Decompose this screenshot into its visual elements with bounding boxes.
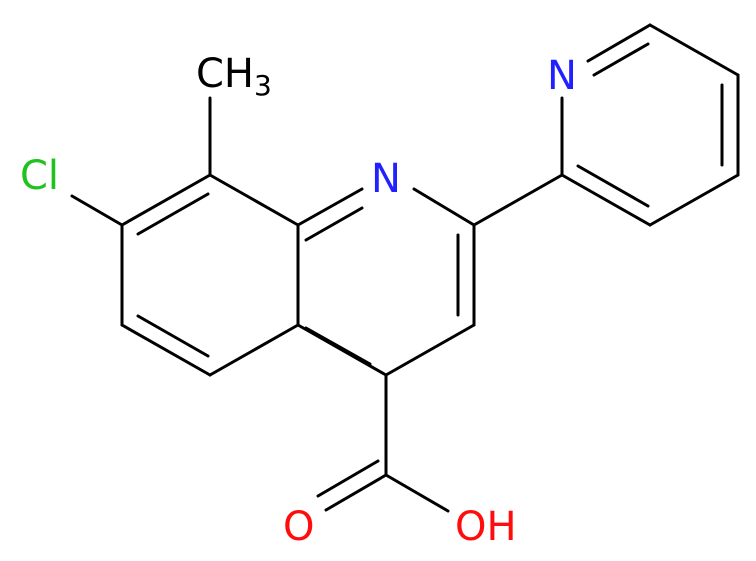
bond-c5-c4a — [208, 323, 300, 377]
bond-c6-c5-inner — [136, 314, 210, 358]
bond-c-o-double-a — [324, 473, 388, 512]
bond-layer — [70, 23, 740, 513]
bond-py-c3-c4 — [648, 173, 740, 227]
atom-label-chlorine: Cl — [20, 153, 59, 199]
bond-c8-c8a — [208, 173, 300, 227]
bond-c3-c4 — [384, 323, 476, 377]
bond-c-o-double-b — [316, 459, 380, 498]
bond-py-c6-n — [586, 23, 652, 63]
bond-py-c2-c3-inner — [576, 164, 650, 208]
atom-label-methyl: CH3 — [196, 51, 272, 102]
atom-label-nitrogen-quinoline: N — [371, 156, 401, 202]
atom-label-nitrogen-pyridine: N — [547, 53, 577, 99]
bond-c8-c7-inner — [136, 192, 210, 236]
bond-c4-c4a-inner — [304, 326, 372, 366]
bond-c7-cl — [70, 194, 124, 227]
atom-label-layer: Cl CH3 N N O OH — [20, 51, 577, 550]
bond-c8a-n1-inner — [304, 206, 364, 242]
bond-c6-c5 — [120, 323, 212, 377]
bond-py-c6-n-inner — [592, 42, 650, 77]
bond-c8-c7 — [120, 173, 212, 227]
bond-py-c2-c3 — [560, 173, 652, 227]
bond-py-c5-c6 — [648, 23, 740, 77]
atom-label-hydroxyl: OH — [455, 504, 517, 550]
bond-c8a-n1 — [296, 187, 364, 227]
bond-c2-pyridyl — [472, 173, 564, 227]
bond-c-oh — [384, 473, 450, 513]
atom-label-carbonyl-oxygen: O — [283, 504, 314, 550]
atom-label-methyl-subscript: 3 — [254, 69, 272, 102]
bond-n1-c2 — [412, 187, 476, 227]
